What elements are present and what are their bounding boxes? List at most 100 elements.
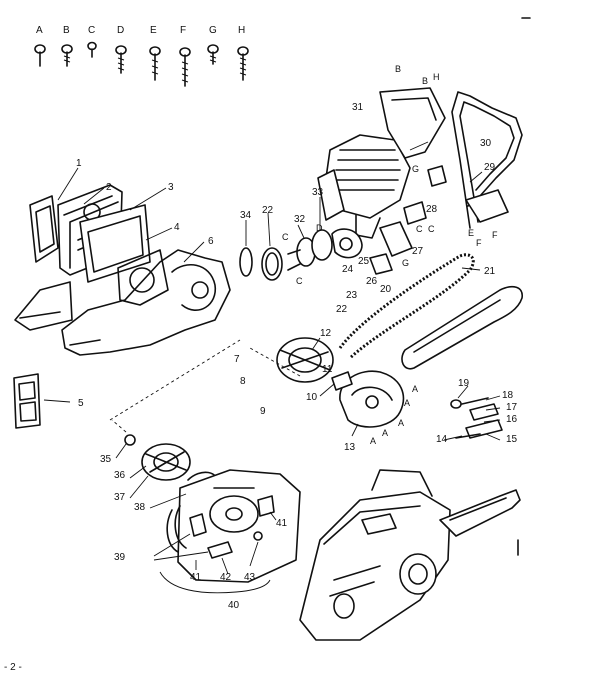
label-part-18: 18 <box>502 390 514 401</box>
label-part-32: 32 <box>294 214 306 225</box>
part-27 <box>403 201 427 225</box>
label-part-29: 29 <box>484 162 496 173</box>
label-part-43: 43 <box>244 572 256 583</box>
part-34 <box>239 247 253 277</box>
callout-a-4: A <box>382 428 388 438</box>
part-33 <box>311 229 333 261</box>
callout-a-5: A <box>370 436 376 446</box>
sprocket-cover-part-13 <box>339 370 405 428</box>
callout-a-2: A <box>404 398 410 408</box>
screw-letter-d: D <box>117 25 124 36</box>
screw-h-icon <box>237 46 249 81</box>
carburetor-part-24 <box>331 228 363 259</box>
callout-c-1: C <box>282 232 289 242</box>
label-part-2: 2 <box>106 182 112 193</box>
label-part-41-bottom: 41 <box>190 572 202 583</box>
callout-f-2: F <box>492 230 498 240</box>
callout-h-1: H <box>433 72 440 82</box>
label-part-35: 35 <box>100 454 112 465</box>
screw-letter-e: E <box>150 25 157 36</box>
callout-b-2: B <box>422 76 428 86</box>
label-part-31: 31 <box>352 102 364 113</box>
assembled-chainsaw <box>299 469 521 641</box>
label-part-33: 33 <box>312 187 324 198</box>
callout-g-1: G <box>412 164 419 174</box>
label-part-26: 26 <box>366 276 378 287</box>
screw-letter-h: H <box>238 25 245 36</box>
label-part-24: 24 <box>342 264 354 275</box>
label-part-3: 3 <box>168 182 174 193</box>
part-42 <box>207 541 233 559</box>
callout-e-1: E <box>468 228 474 238</box>
screw-e-icon <box>149 46 161 81</box>
callout-a-3: A <box>398 418 404 428</box>
label-part-38: 38 <box>134 502 146 513</box>
part-26 <box>369 253 393 275</box>
label-part-39: 39 <box>114 552 126 563</box>
top-cover-part-31 <box>379 87 446 159</box>
label-part-12: 12 <box>320 328 332 339</box>
part-39-a <box>189 513 207 537</box>
filter-assembly <box>239 229 333 281</box>
label-part-30: 30 <box>480 138 492 149</box>
starter-assembly <box>124 434 301 583</box>
label-part-11: 11 <box>322 364 333 375</box>
part-43 <box>253 531 263 541</box>
screw-c-icon <box>87 41 97 58</box>
callout-a-1: A <box>412 384 418 394</box>
label-part-20: 20 <box>380 284 392 295</box>
screw-letter-a: A <box>36 25 43 36</box>
label-part-5: 5 <box>78 398 84 409</box>
label-part-19: 19 <box>458 378 470 389</box>
label-part-21: 21 <box>484 266 496 277</box>
label-part-42: 42 <box>220 572 232 583</box>
flywheel-part-11 <box>276 337 334 383</box>
plate-part-4 <box>79 204 151 283</box>
label-part-25: 25 <box>358 256 370 267</box>
label-part-6: 6 <box>208 236 214 247</box>
screw-letter-g: G <box>209 25 217 36</box>
callout-g-2: G <box>402 258 409 268</box>
screw-letter-c: C <box>88 25 95 36</box>
label-part-16: 16 <box>506 414 518 425</box>
label-part-22-bottom: 22 <box>336 304 348 315</box>
part-25 <box>379 221 413 257</box>
callout-f-1: F <box>476 238 482 248</box>
label-part-27: 27 <box>412 246 424 257</box>
callout-b-1: B <box>395 64 401 74</box>
part-number-labels: 1 2 3 4 5 6 7 8 9 10 11 12 13 14 15 16 1… <box>76 102 518 611</box>
guide-bar-part-21 <box>401 285 523 370</box>
label-part-37: 37 <box>114 492 126 503</box>
label-part-1: 1 <box>76 158 82 169</box>
screw-g-icon <box>207 44 219 65</box>
front-handle-part-30 <box>451 91 523 229</box>
label-part-17: 17 <box>506 402 518 413</box>
screw-legend: A B C D E F G H <box>34 25 249 87</box>
callout-c-4: C <box>428 224 435 234</box>
saw-chain-part-20 <box>338 253 475 360</box>
label-part-28: 28 <box>426 204 438 215</box>
label-part-7: 7 <box>234 354 240 365</box>
label-part-40: 40 <box>228 600 240 611</box>
screw-letter-f: F <box>180 25 186 36</box>
label-part-41-right: 41 <box>276 518 288 529</box>
part-28 <box>427 165 447 187</box>
tensioner-assembly <box>450 397 503 439</box>
gasket-part-1 <box>29 195 59 263</box>
screw-letter-b: B <box>63 25 70 36</box>
screw-f-icon <box>179 47 191 87</box>
label-part-34: 34 <box>240 210 252 221</box>
label-part-8: 8 <box>240 376 246 387</box>
label-part-22-top: 22 <box>262 205 274 216</box>
callout-c-2: C <box>296 276 303 286</box>
washer-part-35 <box>124 434 136 446</box>
label-part-14: 14 <box>436 434 448 445</box>
leader-lines <box>43 141 501 594</box>
label-part-4: 4 <box>174 222 180 233</box>
screw-d-icon <box>115 45 127 74</box>
callout-letter-labels: B B H G G C C C C D E F F A A A A A <box>282 64 498 446</box>
label-part-23: 23 <box>346 290 358 301</box>
screw-b-icon <box>61 44 73 67</box>
screw-a-icon <box>34 44 46 67</box>
